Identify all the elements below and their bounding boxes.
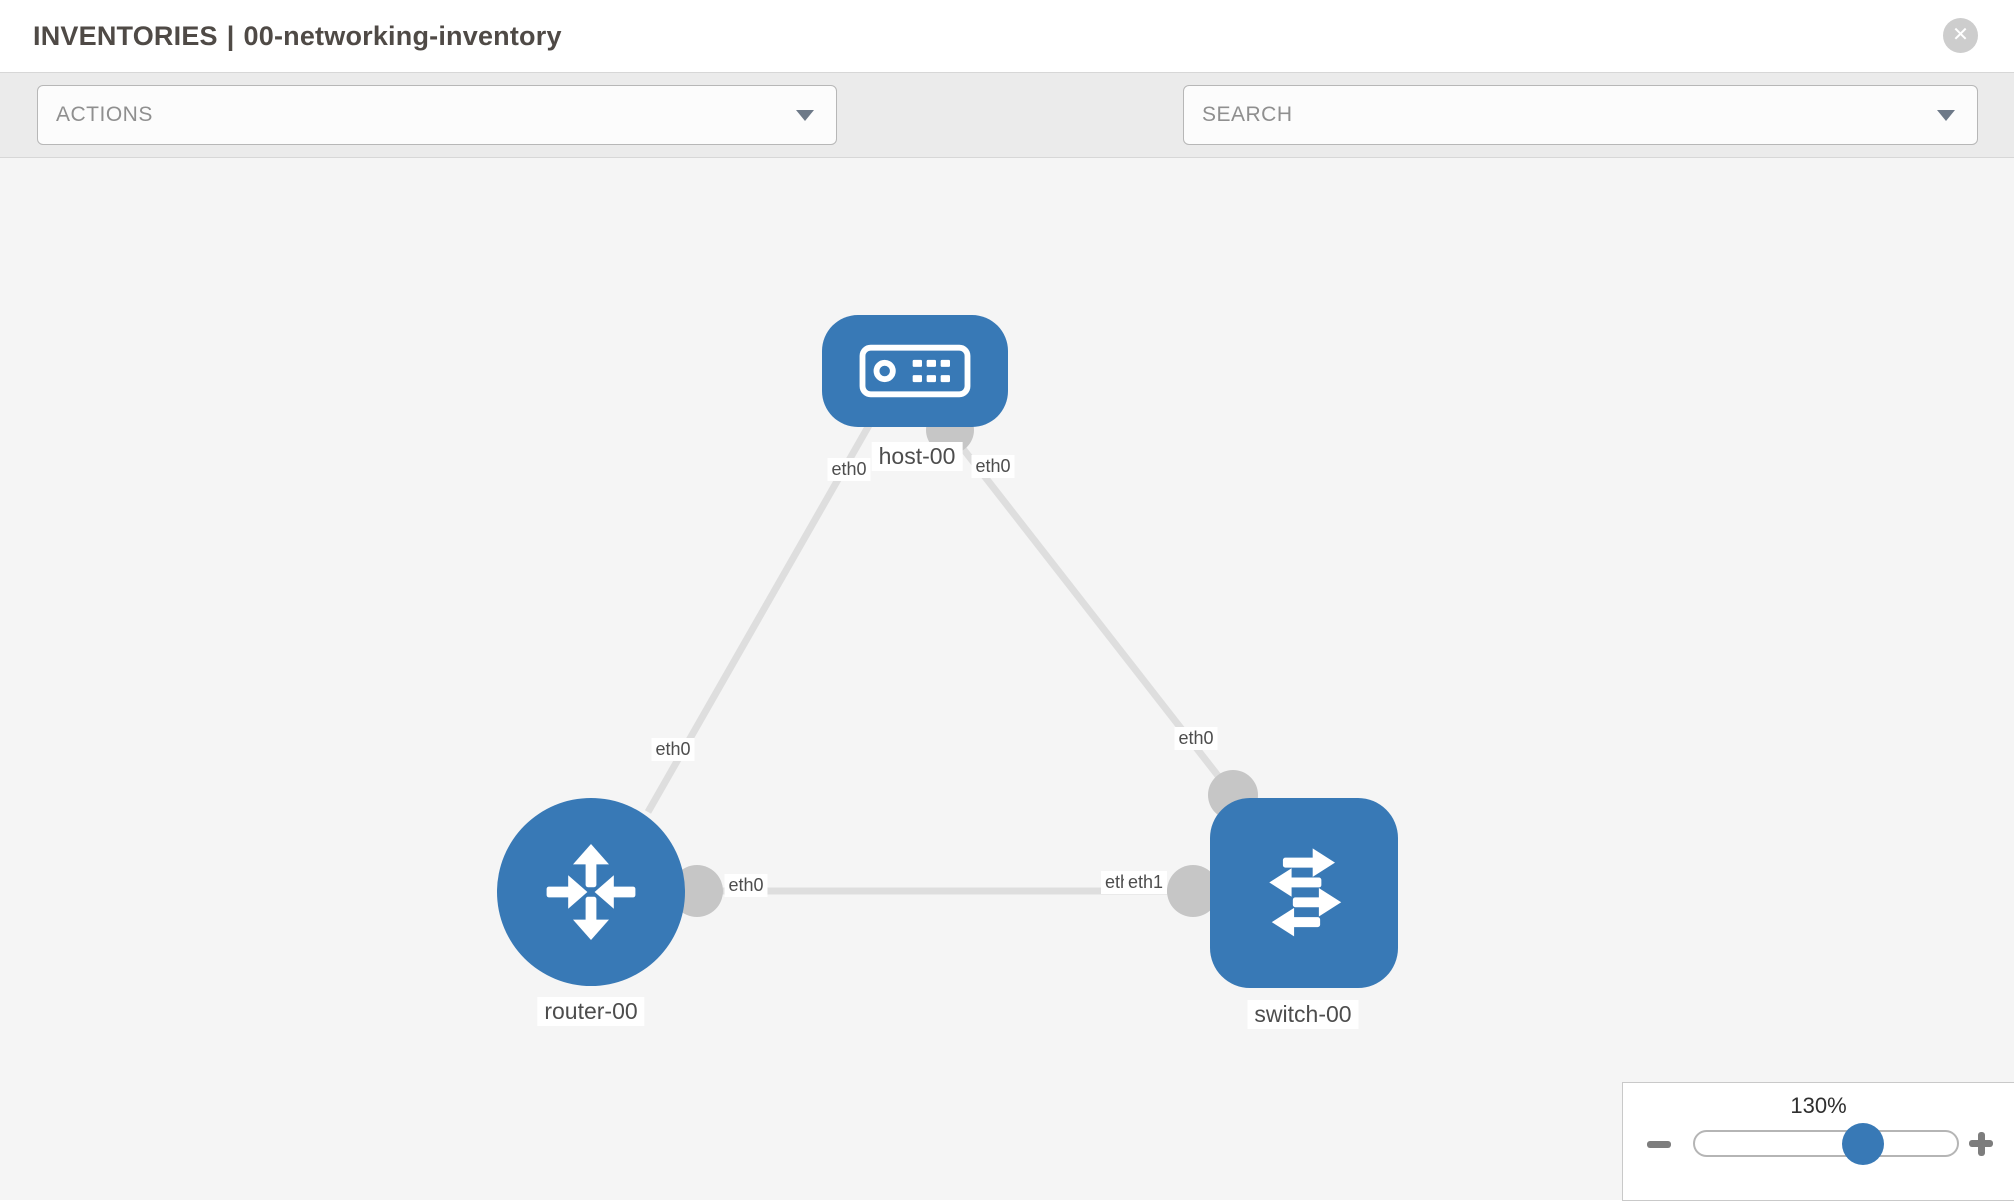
- interface-label-host-eth0-left: eth0: [827, 458, 871, 481]
- chevron-down-icon: [1937, 110, 1955, 121]
- interface-label-mid-router-eth0: eth0: [724, 874, 768, 897]
- switch-icon: [1269, 848, 1342, 937]
- links-layer: [644, 406, 1258, 917]
- node-router-00[interactable]: [497, 798, 685, 986]
- interface-label-mid-switch-eth1: eth1: [1124, 871, 1168, 894]
- header: INVENTORIES | 00-networking-inventory ✕: [0, 0, 2014, 73]
- node-label-switch-00: switch-00: [1247, 1000, 1359, 1029]
- close-icon: ✕: [1952, 24, 1969, 46]
- actions-dropdown-label: ACTIONS: [56, 103, 153, 126]
- search-dropdown-label: SEARCH: [1202, 103, 1293, 126]
- page-title-inventory-name: 00-networking-inventory: [243, 21, 562, 51]
- page-title: INVENTORIES | 00-networking-inventory: [33, 0, 562, 73]
- router-icon: [546, 844, 636, 940]
- node-label-host-00: host-00: [871, 442, 963, 471]
- page-title-separator: |: [226, 21, 235, 51]
- plus-icon: [1977, 1131, 1985, 1156]
- host-icon: [859, 344, 971, 398]
- node-switch-00[interactable]: [1210, 798, 1398, 988]
- node-host-00[interactable]: [822, 315, 1008, 427]
- zoom-control-panel: 130%: [1622, 1082, 2014, 1201]
- page-title-section: INVENTORIES: [33, 21, 218, 51]
- actions-dropdown[interactable]: ACTIONS: [37, 85, 837, 145]
- zoom-slider-thumb[interactable]: [1841, 1122, 1884, 1165]
- close-button[interactable]: ✕: [1943, 18, 1978, 53]
- zoom-out-button[interactable]: [1645, 1130, 1673, 1158]
- interface-label-router-eth0: eth0: [651, 738, 695, 761]
- toolbar: ACTIONS SEARCH: [0, 73, 2014, 203]
- node-label-router-00: router-00: [537, 997, 645, 1026]
- topology-canvas[interactable]: host-00 router-00 switch-00 eth0 eth0 et…: [0, 158, 2014, 1200]
- zoom-slider-track[interactable]: [1693, 1122, 1959, 1165]
- zoom-level-value: 130%: [1790, 1093, 1847, 1118]
- search-dropdown[interactable]: SEARCH: [1183, 85, 1978, 145]
- endpoint-switch-eth1: [1167, 865, 1219, 917]
- minus-icon: [1647, 1141, 1671, 1148]
- chevron-down-icon: [796, 110, 814, 121]
- interface-label-switch-eth0: eth0: [1174, 727, 1218, 750]
- zoom-in-button[interactable]: [1967, 1129, 1995, 1157]
- interface-label-host-eth0-right: eth0: [971, 455, 1015, 478]
